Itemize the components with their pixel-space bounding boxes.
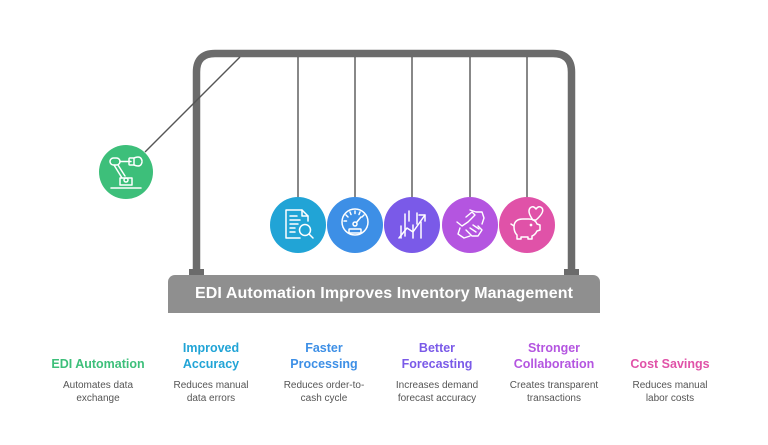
speedometer-icon — [341, 208, 369, 236]
document-search-icon — [285, 209, 314, 239]
ball-better-forecasting — [384, 197, 440, 253]
string-edi-automation — [144, 56, 241, 153]
label-title: EDI Automation — [51, 357, 145, 371]
piggy-bank-icon — [510, 205, 544, 240]
robotic-arm-icon — [109, 156, 143, 189]
ball-improved-accuracy — [270, 197, 326, 253]
handshake-icon — [456, 209, 485, 239]
ball-faster-processing — [327, 197, 383, 253]
ball-cost-savings — [499, 197, 555, 253]
label-description: Reduces order-to-cash cycle — [283, 380, 365, 404]
left-foot — [189, 269, 204, 275]
ball-stronger-collaboration — [442, 197, 498, 253]
trending-chart-icon — [398, 210, 426, 239]
diagram-title: EDI Automation Improves Inventory Manage… — [194, 285, 574, 302]
cradle-frame — [192, 49, 576, 270]
label-title: Cost Savings — [630, 357, 710, 371]
right-foot — [564, 269, 579, 275]
title-base: EDI Automation Improves Inventory Manage… — [168, 275, 600, 313]
ball-edi-automation — [99, 145, 153, 199]
